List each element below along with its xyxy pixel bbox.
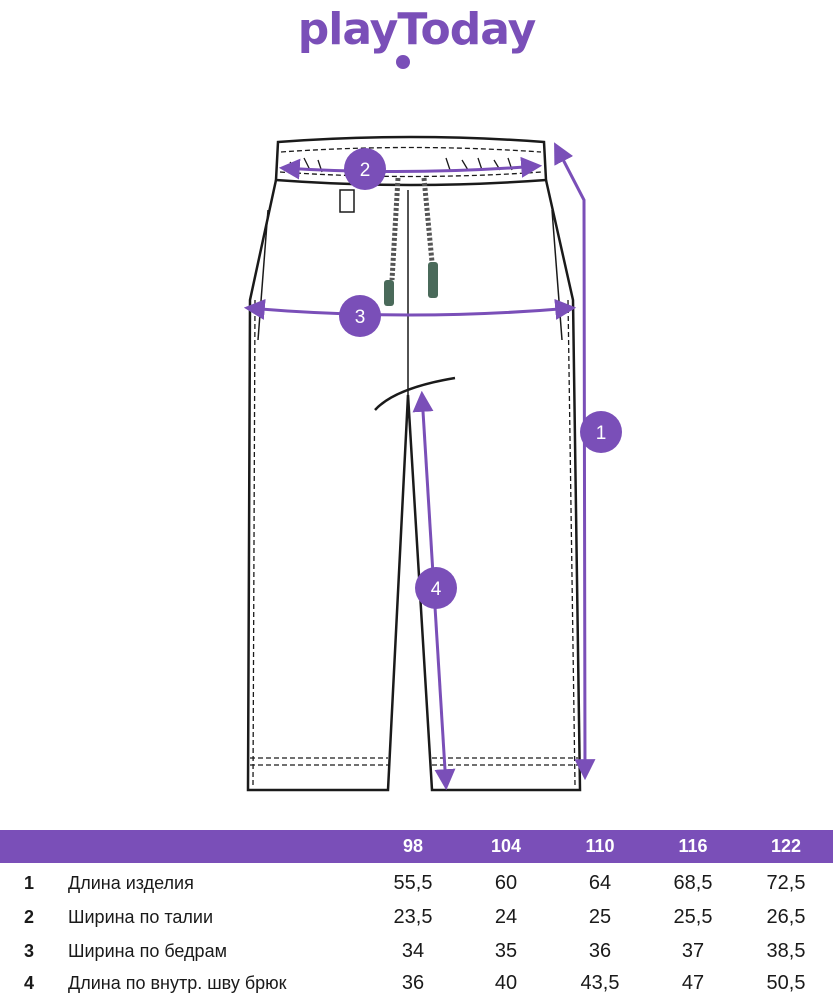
- row-value: 72,5: [766, 872, 806, 894]
- row-value: 40: [494, 972, 518, 994]
- row-label: Длина изделия: [68, 873, 194, 893]
- row-value: 37: [681, 940, 705, 962]
- row-value: 36: [588, 940, 612, 962]
- size-header-98: 98: [402, 836, 424, 856]
- hip-measure-line: [243, 298, 577, 320]
- marker-3-label: 3: [355, 307, 366, 328]
- row-number: 1: [24, 873, 35, 893]
- marker-4: 4: [415, 567, 457, 609]
- marker-3: 3: [339, 295, 381, 337]
- row-label: Ширина по талии: [68, 907, 213, 927]
- size-tag: [339, 189, 355, 213]
- row-number: 4: [24, 973, 35, 993]
- marker-2-label: 2: [360, 160, 371, 181]
- table-row: 2 Ширина по талии 23,5 24 25 25,5 26,5: [0, 900, 833, 934]
- row-label: Ширина по бедрам: [68, 941, 227, 961]
- row-value: 23,5: [393, 906, 433, 928]
- waistband: [274, 135, 548, 187]
- marker-4-label: 4: [431, 579, 442, 600]
- row-value: 43,5: [580, 972, 620, 994]
- row-value: 35: [494, 940, 518, 962]
- waist-measure-line: [278, 156, 543, 180]
- brand-logo: playToday: [0, 0, 833, 80]
- marker-1-label: 1: [596, 423, 607, 444]
- size-table-header: 98 104 110 116 122: [0, 830, 833, 863]
- row-value: 60: [494, 872, 518, 894]
- row-value: 26,5: [766, 906, 806, 928]
- table-row: 4 Длина по внутр. шву брюк 36 40 43,5 47…: [0, 966, 833, 1000]
- row-number: 2: [24, 907, 35, 927]
- row-value: 68,5: [673, 872, 713, 894]
- size-header-122: 122: [770, 836, 802, 856]
- row-value: 38,5: [766, 940, 806, 962]
- row-value: 50,5: [766, 972, 806, 994]
- row-value: 36: [401, 972, 425, 994]
- marker-1: 1: [580, 411, 622, 453]
- pants-diagram: 1 2 3 4: [243, 135, 622, 792]
- row-value: 64: [588, 872, 612, 894]
- marker-2: 2: [344, 148, 386, 190]
- drawstring: [339, 177, 438, 306]
- pants-outline: [246, 179, 582, 792]
- row-value: 25: [588, 906, 612, 928]
- row-number: 3: [24, 941, 35, 961]
- row-value: 24: [494, 906, 518, 928]
- size-header-110: 110: [585, 836, 615, 856]
- row-value: 25,5: [673, 906, 713, 928]
- brand-logo-text: playToday: [297, 4, 537, 55]
- table-row: 3 Ширина по бедрам 34 35 36 37 38,5: [0, 934, 833, 968]
- size-header-116: 116: [678, 836, 708, 856]
- row-value: 55,5: [393, 872, 433, 894]
- table-row: 1 Длина изделия 55,5 60 64 68,5 72,5: [0, 866, 833, 900]
- length-measure-line: [554, 142, 596, 781]
- row-value: 47: [681, 972, 705, 994]
- row-label: Длина по внутр. шву брюк: [68, 973, 287, 993]
- row-value: 34: [401, 940, 425, 962]
- size-header-104: 104: [490, 836, 522, 856]
- brand-logo-dot: [396, 55, 410, 69]
- measurement-lines: [243, 142, 596, 791]
